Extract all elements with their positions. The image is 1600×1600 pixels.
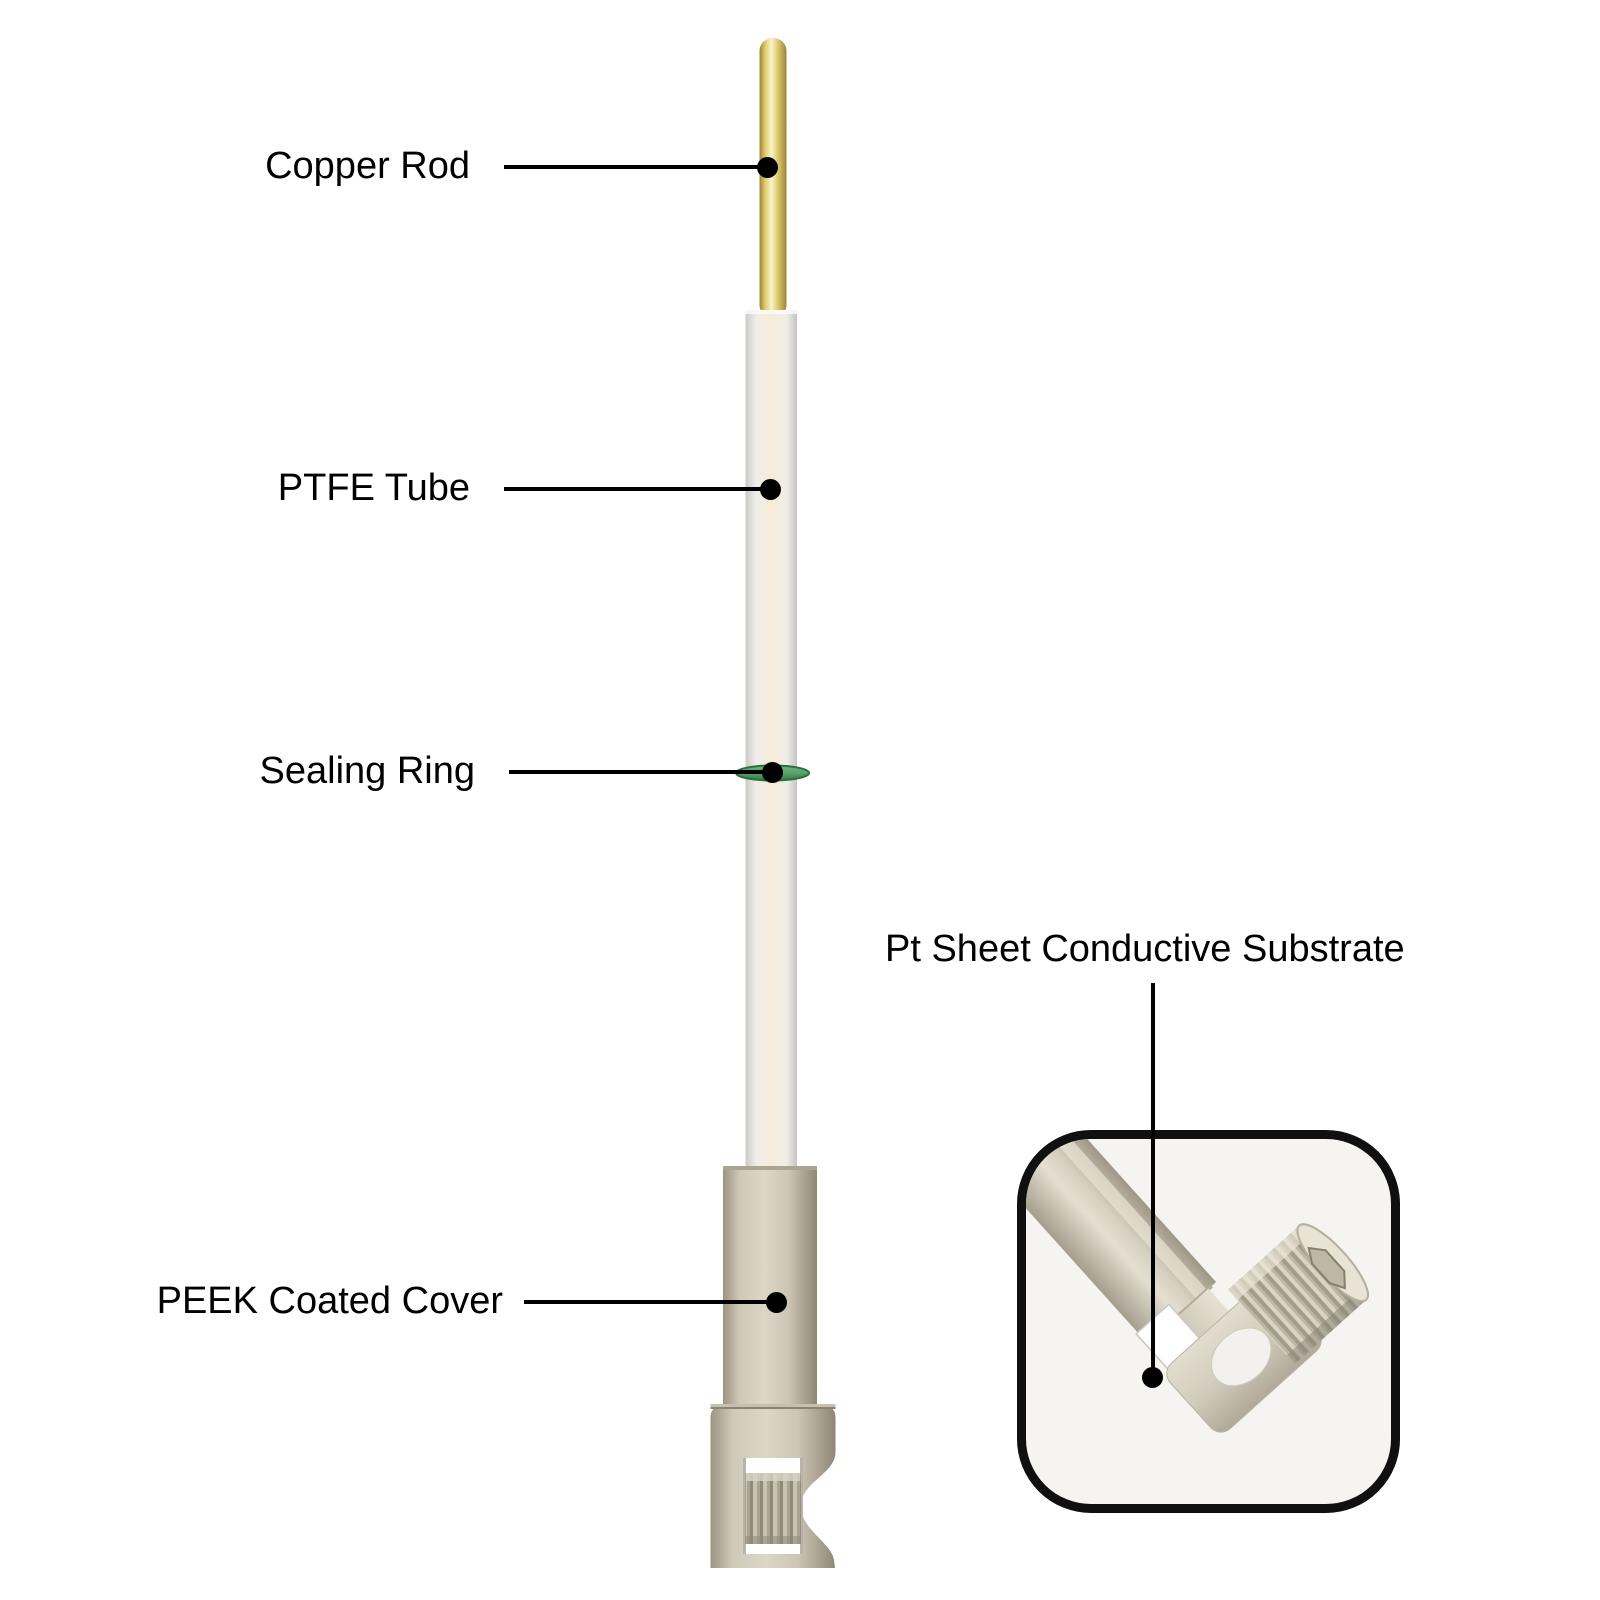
ptfe-tube-shape <box>745 310 797 1170</box>
label-peek-cover: PEEK Coated Cover <box>156 1280 503 1323</box>
inset-illustration <box>1026 1139 1369 1433</box>
label-pt-sheet: Pt Sheet Conductive Substrate <box>885 928 1405 971</box>
hex-socket-shape <box>1307 1246 1346 1290</box>
leader-pt-sheet <box>1151 983 1155 1377</box>
leader-sealing-ring <box>509 770 769 774</box>
thread-pattern <box>745 1473 801 1544</box>
label-sealing-ring: Sealing Ring <box>259 750 475 793</box>
leader-dot-sealing-ring <box>762 762 783 783</box>
leader-peek-cover <box>524 1300 774 1304</box>
leader-dot-peek-cover <box>766 1292 787 1313</box>
label-ptfe-tube: PTFE Tube <box>277 467 470 510</box>
peek-cover-shape <box>723 1166 817 1406</box>
leader-copper-rod <box>504 165 766 169</box>
copper-rod-shape <box>759 38 787 318</box>
leader-dot-pt-sheet <box>1142 1367 1163 1388</box>
label-copper-rod: Copper Rod <box>265 145 470 188</box>
leader-dot-ptfe-tube <box>760 479 781 500</box>
inset-detail-view <box>1017 1130 1400 1513</box>
inset-threaded-plug <box>1227 1223 1369 1365</box>
leader-ptfe-tube <box>504 487 768 491</box>
leader-dot-copper-rod <box>757 157 778 178</box>
